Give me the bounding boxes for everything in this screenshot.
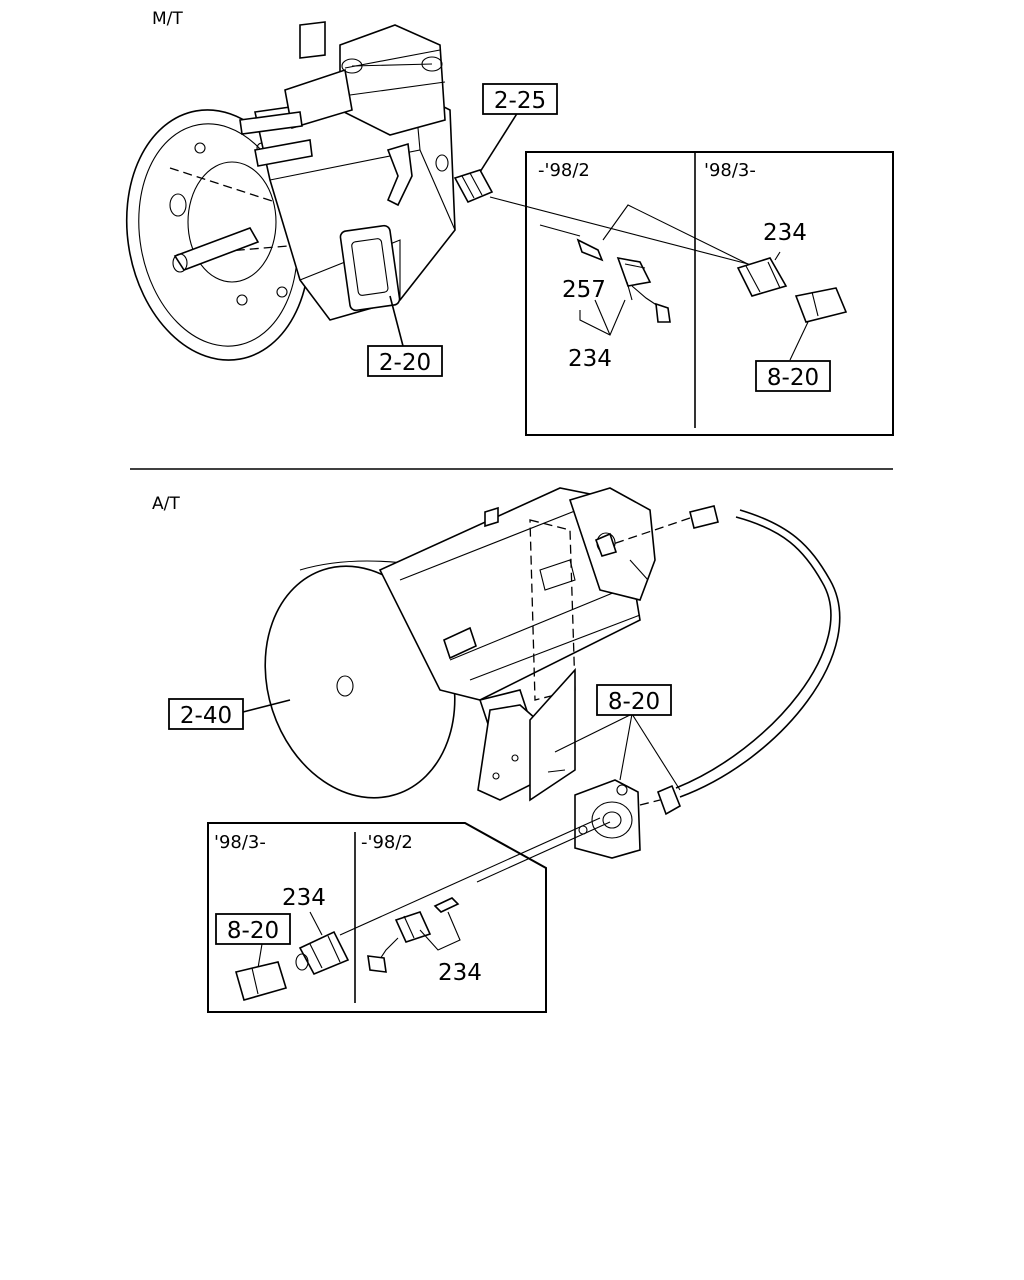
mt-inset-right-header: '98/3- bbox=[704, 160, 756, 181]
mt-bracket-part bbox=[794, 287, 848, 323]
at-inset-panel: '98/3- -'98/2 234 8-20 234 bbox=[207, 822, 547, 1013]
automatic-transmission-drawing bbox=[264, 487, 656, 802]
at-old-sensor-label: 234 bbox=[438, 960, 482, 986]
at-bracket-part bbox=[235, 961, 288, 1001]
callout-2-40: 2-40 bbox=[168, 698, 244, 730]
at-sensor-housing bbox=[574, 779, 682, 859]
callout-8-20-at: 8-20 bbox=[596, 684, 672, 716]
at-section-title: A/T bbox=[152, 494, 180, 514]
callout-2-25: 2-25 bbox=[482, 83, 558, 115]
at-new-sensor-part bbox=[298, 930, 350, 976]
at-inset-right-header: -'98/2 bbox=[361, 832, 413, 853]
at-speedometer-cable bbox=[594, 505, 841, 806]
at-bracket-label: 8-20 bbox=[227, 918, 279, 944]
callout-2-40-label: 2-40 bbox=[180, 703, 232, 729]
mt-old-sensor-label: 234 bbox=[568, 346, 612, 372]
callout-2-20: 2-20 bbox=[367, 345, 443, 377]
mt-bracket-label: 8-20 bbox=[767, 365, 819, 391]
mt-new-sensor-part bbox=[736, 257, 788, 297]
at-new-sensor-label: 234 bbox=[282, 885, 326, 911]
mt-sensor-fitting bbox=[453, 169, 494, 204]
at-cable-nut bbox=[656, 784, 682, 816]
mt-pin-label: 257 bbox=[562, 277, 606, 303]
mt-old-sensor-part bbox=[616, 256, 652, 287]
mt-new-sensor-label: 234 bbox=[763, 220, 807, 246]
callout-8-20-at-label: 8-20 bbox=[608, 689, 660, 715]
mt-section-title: M/T bbox=[152, 9, 183, 29]
mt-inset-left-header: -'98/2 bbox=[538, 160, 590, 181]
mt-pin-part bbox=[576, 238, 604, 262]
mt-bracket-callout bbox=[755, 360, 831, 392]
callout-2-25-label: 2-25 bbox=[494, 88, 546, 114]
callout-2-20-label: 2-20 bbox=[379, 350, 431, 376]
manual-transmission-drawing bbox=[125, 21, 456, 361]
at-leader-lines bbox=[242, 699, 681, 936]
mt-leader-lines bbox=[389, 111, 753, 347]
at-bracket-callout bbox=[215, 913, 291, 945]
at-inset-left-header: '98/3- bbox=[214, 832, 266, 853]
mt-inset-panel: -'98/2 '98/3- 257 234 234 8-20 bbox=[525, 151, 894, 436]
at-old-sensor-part bbox=[394, 911, 432, 943]
at-pin-part bbox=[433, 897, 460, 913]
